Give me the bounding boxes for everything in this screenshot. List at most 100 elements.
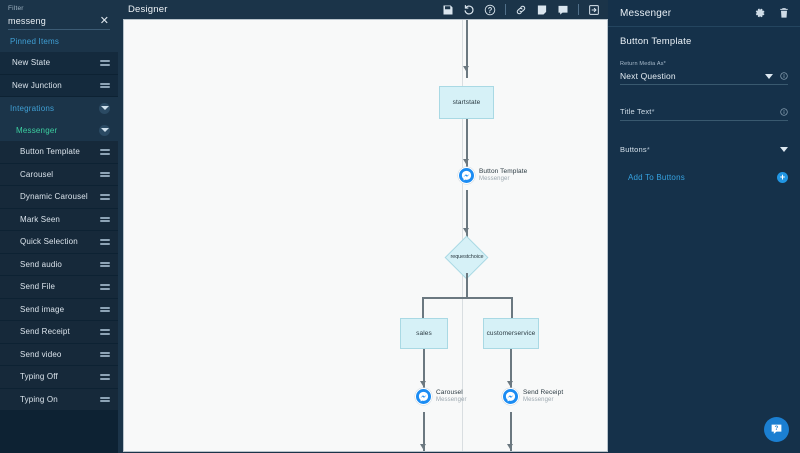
export-icon[interactable] (588, 4, 600, 16)
help-icon[interactable] (484, 4, 496, 16)
drag-handle-icon[interactable] (100, 238, 110, 245)
sidebar-item-new-state[interactable]: New State (0, 52, 118, 75)
edge-button-template-to-requestchoice (466, 190, 468, 242)
field-title-text: Title Text* (620, 107, 788, 121)
drag-handle-icon[interactable] (100, 59, 110, 66)
edge-sales-to-carousel (423, 349, 425, 396)
section-label: Pinned Items (10, 36, 60, 46)
sidebar-item-button-template[interactable]: Button Template (0, 141, 118, 164)
properties-title: Messenger (620, 7, 672, 19)
drag-handle-icon[interactable] (100, 283, 110, 290)
sidebar-item-label: New State (12, 58, 51, 68)
field-label-text: Buttons (620, 145, 647, 154)
selected-value: Next Question (620, 71, 676, 81)
section-header-messenger[interactable]: Messenger (0, 119, 118, 141)
node-carousel[interactable]: Carousel Messenger (415, 388, 467, 405)
sidebar-item-send-video[interactable]: Send video (0, 343, 118, 366)
properties-header-icons (754, 7, 790, 19)
svg-text:?: ? (775, 426, 779, 432)
chevron-down-icon[interactable] (780, 147, 788, 152)
node-startstate[interactable]: startstate (439, 86, 494, 119)
node-send-receipt[interactable]: Send Receipt Messenger (502, 388, 563, 405)
node-customerservice[interactable]: customerservice (483, 318, 539, 349)
drag-handle-icon[interactable] (100, 261, 110, 268)
edge-carousel-down (423, 412, 425, 451)
trash-icon[interactable] (778, 7, 790, 19)
sidebar-item-new-junction[interactable]: New Junction (0, 74, 118, 97)
comment-icon[interactable] (557, 4, 569, 16)
drag-handle-icon[interactable] (100, 171, 110, 178)
field-buttons: Buttons* Add To Buttons + (620, 145, 788, 183)
drag-handle-icon[interactable] (100, 148, 110, 155)
section-header-pinned-items[interactable]: Pinned Items (0, 30, 118, 52)
notes-icon[interactable] (536, 4, 548, 16)
info-icon[interactable] (780, 72, 788, 80)
drag-handle-icon[interactable] (100, 216, 110, 223)
chevron-down-icon[interactable] (99, 102, 110, 114)
sidebar-item-send-audio[interactable]: Send audio (0, 253, 118, 276)
undo-icon[interactable] (463, 4, 475, 16)
drag-handle-icon[interactable] (100, 396, 110, 403)
sidebar-item-quick-selection[interactable]: Quick Selection (0, 231, 118, 254)
drag-handle-icon[interactable] (100, 193, 110, 200)
sidebar-item-label: Send Receipt (20, 327, 70, 337)
drag-handle-icon[interactable] (100, 351, 110, 358)
return-media-as-select[interactable]: Next Question (620, 71, 788, 85)
title-text-input[interactable]: Title Text* (620, 107, 788, 121)
gear-icon[interactable] (754, 7, 766, 19)
chevron-down-icon[interactable] (99, 124, 110, 136)
save-icon[interactable] (442, 4, 454, 16)
drag-handle-icon[interactable] (100, 82, 110, 89)
node-sublabel: Messenger (523, 396, 554, 403)
sidebar-nav[interactable]: Pinned Items New State New Junction Inte… (0, 30, 118, 453)
field-label: Buttons* (620, 145, 650, 154)
messenger-icon (502, 388, 519, 405)
drag-handle-icon[interactable] (100, 328, 110, 335)
sidebar-item-carousel[interactable]: Carousel (0, 163, 118, 186)
sidebar-item-typing-off[interactable]: Typing Off (0, 366, 118, 389)
section-header-integrations[interactable]: Integrations (0, 97, 118, 119)
required-mark: * (646, 145, 650, 154)
drag-handle-icon[interactable] (100, 373, 110, 380)
clear-icon[interactable]: ✕ (99, 14, 109, 27)
chevron-down-icon[interactable] (765, 73, 773, 79)
node-sales[interactable]: sales (400, 318, 448, 349)
toolbar-icon-group (442, 4, 600, 16)
filter-input[interactable] (8, 16, 92, 26)
sidebar-item-label: Quick Selection (20, 237, 78, 247)
sidebar-item-send-file[interactable]: Send File (0, 276, 118, 299)
node-sublabel: Messenger (479, 175, 510, 182)
sidebar-item-send-receipt[interactable]: Send Receipt (0, 321, 118, 344)
messenger-icon (415, 388, 432, 405)
arrow-send-receipt-down (507, 444, 513, 449)
sidebar-item-label: Send File (20, 282, 56, 292)
link-icon[interactable] (515, 4, 527, 16)
edge-startstate-to-button-template (466, 119, 468, 176)
sidebar-item-dynamic-carousel[interactable]: Dynamic Carousel (0, 186, 118, 209)
edge-branch-horizontal (422, 297, 512, 299)
buttons-section-toggle[interactable]: Buttons* (620, 145, 788, 158)
filter-block: Filter ✕ (0, 0, 118, 30)
node-text-group: Carousel Messenger (436, 389, 467, 405)
add-to-buttons-link[interactable]: Add To Buttons (628, 173, 685, 182)
node-label: sales (416, 330, 432, 337)
node-button-template[interactable]: Button Template Messenger (458, 167, 527, 184)
field-label: Title Text* (620, 107, 655, 116)
sidebar-item-send-image[interactable]: Send image (0, 298, 118, 321)
sidebar-item-label: Dynamic Carousel (20, 192, 88, 202)
sidebar-item-label: Carousel (20, 169, 54, 179)
info-icon[interactable] (780, 107, 788, 116)
left-sidebar: Filter ✕ Pinned Items New State New Junc… (0, 0, 118, 453)
sidebar-item-mark-seen[interactable]: Mark Seen (0, 208, 118, 231)
help-chat-button[interactable]: ? (764, 417, 789, 442)
drag-handle-icon[interactable] (100, 306, 110, 313)
sidebar-item-typing-on[interactable]: Typing On (0, 388, 118, 411)
page-title: Designer (128, 4, 168, 15)
arrow-into-send-receipt (507, 381, 513, 386)
flow-canvas[interactable]: startstate Button Template Messenger (123, 19, 608, 452)
arrow-into-startstate (463, 66, 469, 71)
add-icon[interactable]: + (777, 172, 788, 183)
add-to-buttons-row[interactable]: Add To Buttons + (620, 158, 788, 183)
field-label-text: Title Text (620, 107, 652, 116)
